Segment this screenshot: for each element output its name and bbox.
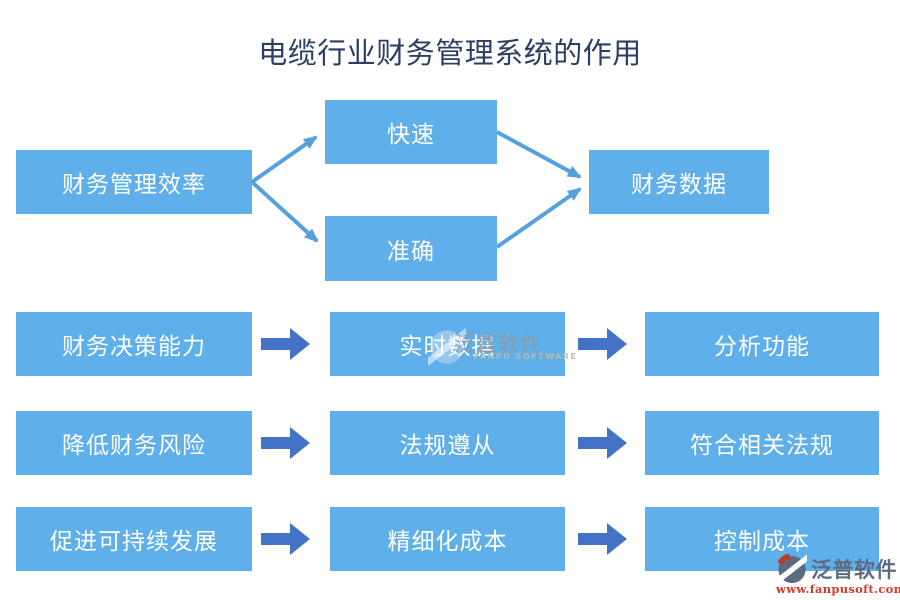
node-regulatory-compliance: 法规遵从 xyxy=(330,411,565,475)
block-arrow-icon xyxy=(261,523,310,555)
node-fast: 快速 xyxy=(325,100,497,164)
node-label: 符合相关法规 xyxy=(690,433,834,459)
node-label: 精细化成本 xyxy=(387,529,508,555)
node-financial-data: 财务数据 xyxy=(589,150,769,214)
node-promote-sustainable-development: 促进可持续发展 xyxy=(16,507,252,571)
node-label: 促进可持续发展 xyxy=(50,529,218,555)
node-accurate: 准确 xyxy=(325,216,497,281)
node-analysis-function: 分析功能 xyxy=(645,312,879,376)
block-arrow-icon xyxy=(578,328,627,360)
connector-source-to-fast xyxy=(250,135,318,184)
fanpu-logo-icon xyxy=(777,554,807,585)
node-label: 财务决策能力 xyxy=(62,334,206,360)
node-realtime-data: 实时数据 xyxy=(330,312,565,376)
node-financial-decision-ability: 财务决策能力 xyxy=(16,312,252,376)
connector-fast-to-target xyxy=(496,130,582,179)
node-label: 法规遵从 xyxy=(399,433,496,459)
block-arrow-icon xyxy=(261,328,310,360)
node-label: 实时数据 xyxy=(399,334,496,360)
node-label: 准确 xyxy=(387,238,435,265)
node-label: 快速 xyxy=(387,122,435,148)
connector-accurate-to-target xyxy=(495,187,582,249)
fanpu-logo-url: www.fanpusoft.com xyxy=(776,582,900,596)
node-label: 控制成本 xyxy=(714,529,810,555)
fanpu-logo-text: 泛普软件 xyxy=(811,558,897,582)
node-refined-cost: 精细化成本 xyxy=(330,507,565,571)
node-meet-relevant-regulations: 符合相关法规 xyxy=(645,411,879,475)
node-label: 财务管理效率 xyxy=(62,172,206,198)
block-arrow-icon xyxy=(578,523,627,555)
branch-connector-arrows xyxy=(250,130,582,249)
connector-source-to-accurate xyxy=(250,180,319,243)
block-arrow-icon xyxy=(578,427,627,459)
node-label: 降低财务风险 xyxy=(62,433,206,459)
node-financial-management-efficiency: 财务管理效率 xyxy=(16,150,252,214)
node-label: 分析功能 xyxy=(714,334,810,360)
node-control-cost: 控制成本 xyxy=(645,507,879,571)
node-reduce-financial-risk: 降低财务风险 xyxy=(16,411,252,475)
page-title: 电缆行业财务管理系统的作用 xyxy=(258,36,642,70)
node-label: 财务数据 xyxy=(631,172,727,198)
block-arrow-icon xyxy=(261,427,310,459)
